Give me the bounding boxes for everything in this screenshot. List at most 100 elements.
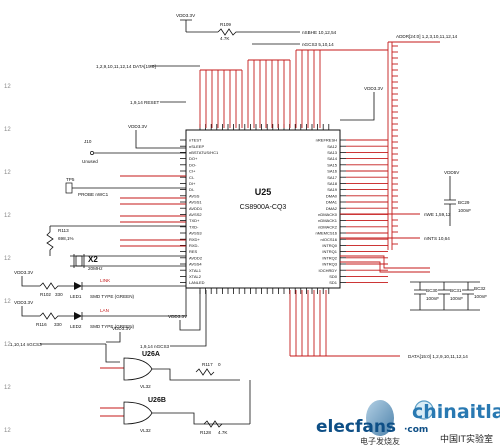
- net-data-bottom: DATA[15:0] 1,2,9,10,11,12,14: [408, 354, 468, 359]
- pin-label-right: SA14: [327, 156, 338, 161]
- brand-right: chinaitlab: [412, 401, 500, 423]
- c31-label: BC31: [450, 288, 462, 293]
- x2-label: X2: [88, 255, 98, 264]
- r116-label: R116: [36, 322, 47, 327]
- brand-left: elecfans: [316, 417, 396, 437]
- pin-label-right: DMA2: [326, 206, 338, 211]
- pin-label-right: SD1: [329, 280, 338, 285]
- r116-value: 330: [54, 322, 62, 327]
- zone-number: 12: [4, 84, 11, 90]
- vl32-b: VL32: [140, 428, 151, 433]
- chip-top-pins: [199, 124, 330, 130]
- vdd-bottom-mid-label: VDD3.3V: [168, 314, 188, 319]
- unused-label: Unused: [82, 159, 98, 164]
- pin-label-right: nREFRESH: [316, 138, 337, 143]
- r117-value: 0: [218, 362, 221, 367]
- chip-bottom-pins: [199, 288, 330, 294]
- probe-label: PROBE nWC1: [78, 192, 109, 197]
- pin-label-left: AVDD2: [189, 255, 203, 260]
- led2-type: SMD TYPE (GREEN): [90, 324, 135, 329]
- crystal-x2: X2 20MHz: [70, 254, 186, 271]
- chip-name: U25: [255, 187, 272, 197]
- x2-value: 20MHz: [88, 266, 103, 271]
- pin-label-left: XTAL2: [189, 274, 202, 279]
- zone-number: 12: [4, 127, 11, 133]
- r113-resistor: R113 698,1%: [46, 225, 186, 256]
- pin-label-right: nDMACK2: [318, 224, 338, 229]
- c29-label: BC29: [458, 200, 470, 205]
- pin-label-right: SA19: [327, 187, 338, 192]
- pin-label-right: DMA0: [326, 193, 338, 198]
- zone-number: 12: [4, 256, 11, 262]
- pin-label-left: AVSS2: [189, 212, 202, 217]
- pin-label-right: SD0: [329, 274, 338, 279]
- r128-label: R128: [200, 430, 211, 435]
- r109-value: 4.7K: [220, 36, 230, 41]
- pin-label-left: LANLED: [189, 280, 205, 285]
- chip-u25: U25 CS8900A-CQ3: [185, 129, 341, 289]
- pin-label-right: INTRQ0: [322, 243, 337, 248]
- zone-number: 12: [4, 213, 11, 219]
- vdd-led1-label: VDD3.3V: [14, 270, 34, 275]
- r113-value: 698,1%: [58, 236, 74, 241]
- net-ngcs-bottom: 1,10,14 nGCS3: [10, 342, 42, 347]
- r113-label: R113: [58, 228, 69, 233]
- pin-label-left: CI+: [189, 169, 196, 174]
- r117-label: R117: [202, 362, 213, 367]
- tp5-label: TP5: [66, 177, 75, 182]
- pin-label-left: AVSS: [189, 193, 200, 198]
- pin-label-right: DMA1: [326, 200, 338, 205]
- pin-label-right: nIOCS16: [321, 237, 338, 242]
- pin-label-right: SA15: [327, 162, 338, 167]
- led1-label: LED1: [70, 294, 82, 299]
- chip-part: CS8900A-CQ3: [240, 204, 287, 211]
- zone-number: 12: [4, 428, 11, 434]
- led1-section: VDD3.3V R102 330 LED1 LINK SMD TYPE (GRE…: [14, 270, 186, 299]
- pin-label-left: RXD+: [189, 237, 200, 242]
- pin-label-right: INTRQ3: [322, 262, 337, 267]
- c30-value: 100nF: [426, 296, 439, 301]
- c32-label: BC32: [474, 286, 486, 291]
- vdd-gate-label: VDD3.3V: [112, 326, 132, 331]
- gate-a-label: U26A: [142, 351, 160, 358]
- net-reset: 1,9,14 RESET: [130, 100, 160, 105]
- pin-label-left: TXD-: [189, 224, 199, 229]
- pin-label-left: AVDD1: [189, 206, 203, 211]
- r109-label: R109: [220, 22, 231, 27]
- c31-value: 100nF: [450, 296, 463, 301]
- net-ints: nINTS 10,64: [424, 236, 450, 241]
- net-addr: ADDR[24:0] 1,2,3,10,11,12,14: [396, 34, 458, 39]
- pin-label-left: RES: [189, 249, 198, 254]
- pin-label-right: nMEMCS16: [315, 231, 337, 236]
- zone-number: 12: [4, 170, 11, 176]
- vdd-led2-label: VDD3.3V: [14, 300, 34, 305]
- watermark-logos: elecfans ·com 电子发烧友 chinaitlab 中国IT实验室: [316, 400, 500, 446]
- pin-label-right: SA16: [327, 169, 338, 174]
- vdd-top-label: VDD3.3V: [176, 13, 196, 18]
- pin-label-left: nSLEEP: [189, 144, 204, 149]
- led2-label: LED2: [70, 324, 82, 329]
- pin-label-right: INTRQ1: [322, 249, 337, 254]
- zone-number: 12: [4, 299, 11, 305]
- net-gcs: nGCS3 5,10,14: [302, 42, 334, 47]
- pin-label-left: DI+: [189, 181, 196, 186]
- c30-label: BC30: [426, 288, 438, 293]
- gate-u26b: U26B VL32 R128 4.7K: [100, 380, 251, 435]
- c29-value: 100nF: [458, 208, 471, 213]
- pin-label-right: SA18: [327, 181, 338, 186]
- led1-link: LINK: [100, 278, 111, 283]
- brand-left-sub: ·com: [404, 425, 428, 435]
- brand-right-cn: 中国IT实验室: [440, 433, 493, 444]
- pin-label-left: AVSS4: [189, 262, 202, 267]
- led2-section: VDD3.3V R116 330 LED2 LAN SMD TYPE (GREE…: [14, 288, 187, 329]
- pin-label-right: SA17: [327, 175, 338, 180]
- net-gcs-mid: 1,9,14 nGCS3: [140, 344, 170, 349]
- zone-number: 12: [4, 385, 11, 391]
- chip-left-pins: nTESTnSLEEPnBSTATUS/HC1DO+DO-CI+CI-DI+DI…: [180, 138, 219, 285]
- pin-label-left: AVSS3: [189, 231, 202, 236]
- j10-label: J10: [84, 139, 92, 144]
- address-bus: [199, 41, 440, 250]
- net-data-top: 1,2,9,10,11,12,14 DATA[15:0]: [96, 64, 156, 69]
- right-section: nWE 1,59,12 nINTS 10,64 VDD5V BC29 100nF…: [340, 170, 487, 311]
